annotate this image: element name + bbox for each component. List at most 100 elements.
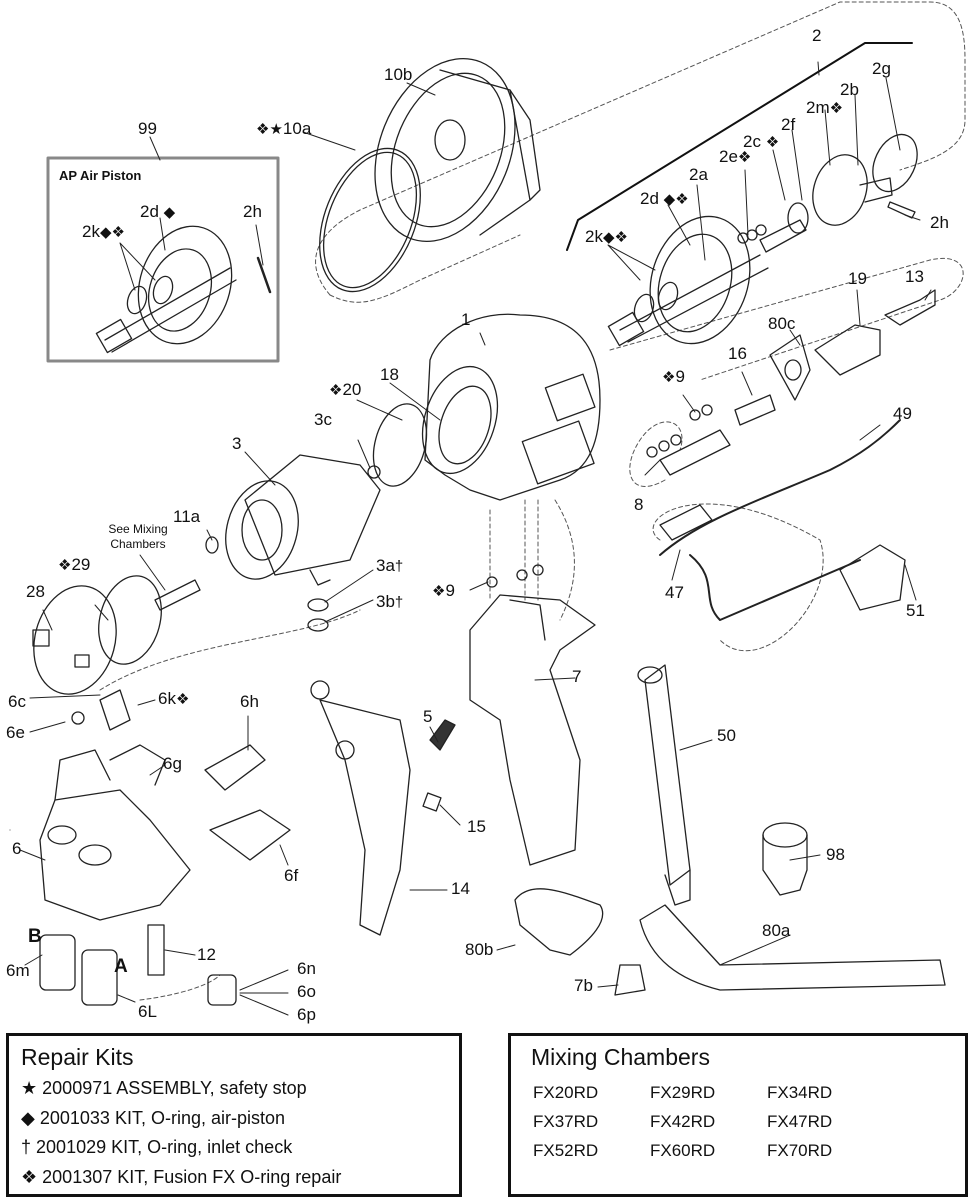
part-label-2f: 2f [781, 115, 796, 134]
part-1-gun-body [421, 313, 601, 501]
kit-part-number: 2001307 [42, 1167, 113, 1187]
part-label-3b: 3b† [376, 592, 404, 612]
port-label-b: B [28, 926, 42, 947]
part-label-10a: ❖★10a [256, 119, 312, 139]
repair-kit-row: ★ 2000971 ASSEMBLY, safety stop [21, 1078, 307, 1099]
mixing-chamber-model: FX37RD [533, 1112, 599, 1131]
part-label-80c: 80c [768, 314, 796, 333]
part-label-51: 51 [906, 601, 925, 620]
part-label-2c: 2c ❖ [743, 132, 780, 152]
part-label-2k: 2k◆❖ [585, 227, 628, 247]
part-label-99: 99 [138, 119, 157, 138]
mixing-chamber-model: FX47RD [767, 1112, 833, 1131]
leader-lines [9, 61, 932, 1016]
part-15-bolt [422, 792, 442, 812]
repair-kit-row: ❖ 2001307 KIT, Fusion FX O-ring repair [21, 1167, 341, 1188]
part-label-11a: 11a [173, 507, 201, 526]
part-label-20: ❖20 [329, 380, 362, 400]
mixing-chamber-model: FX60RD [650, 1141, 716, 1160]
part-label-29: ❖29 [58, 555, 91, 575]
diamond-icon: ◆ [21, 1108, 35, 1128]
part-6m [39, 934, 76, 991]
part-label-6o: 6o [297, 982, 316, 1001]
part-label-5: 5 [423, 707, 433, 726]
group-2-bracket [566, 42, 913, 251]
part-label-28: 28 [26, 582, 45, 601]
part-3-front-housing [225, 454, 381, 586]
part-label-18: 18 [380, 365, 399, 384]
repair-kit-row: † 2001029 KIT, O-ring, inlet check [21, 1137, 292, 1158]
part-50-filter [637, 664, 691, 906]
part-label-19: 19 [848, 269, 867, 288]
part-7-handle [469, 594, 596, 866]
kit-part-number: 2001029 [36, 1137, 107, 1157]
diagram-drawing [9, 1, 966, 1016]
star-icon: ★ [21, 1078, 38, 1098]
part-label-6c: 6c [8, 692, 26, 711]
part-51-ball-valve [839, 544, 906, 611]
part-label-9-lower: ❖9 [432, 581, 455, 601]
part-label-6h: 6h [240, 692, 259, 711]
part-6c [99, 689, 131, 731]
part-14-hanger [319, 699, 411, 936]
part-label-49: 49 [893, 404, 912, 423]
part-label-6n: 6n [297, 959, 316, 978]
mixing-chambers-panel: Mixing Chambers FX20RD FX29RD FX34RD FX3… [508, 1033, 968, 1197]
mixing-chamber-model: FX52RD [533, 1141, 599, 1160]
kit-description: ASSEMBLY, safety stop [116, 1078, 307, 1098]
part-label-2b: 2b [840, 80, 859, 99]
part-7b [614, 964, 646, 996]
part-49-hose [659, 419, 901, 556]
inset-air-piston-drawing [95, 225, 272, 354]
mixing-chamber-model: FX29RD [650, 1083, 716, 1102]
exploded-parts-diagram: AP Air Piston 99 ❖★10a 10b 2 2g 2b 2m❖ 2… [6, 1, 966, 1024]
part-label-8: 8 [634, 495, 644, 514]
part-label-2m: 2m❖ [806, 98, 844, 118]
part-label-6m: 6m [6, 961, 30, 980]
part-label-2h: 2h [930, 213, 949, 232]
repair-kit-row: ◆ 2001033 KIT, O-ring, air-piston [21, 1108, 285, 1129]
part-label-6L: 6L [138, 1002, 157, 1021]
kit-description: KIT, Fusion FX O-ring repair [117, 1167, 342, 1187]
part-3a-seal [307, 598, 329, 612]
part-label-98: 98 [826, 845, 845, 864]
four-diamond-icon: ❖ [21, 1167, 38, 1187]
part-label-3a: 3a† [376, 556, 404, 576]
inset-label-2d: 2d ◆ [140, 202, 176, 222]
part-label-6g: 6g [163, 754, 182, 773]
see-mixing-chambers-note: See Mixing Chambers [108, 522, 168, 551]
part-label-2g: 2g [872, 59, 891, 78]
part-20-oring [372, 403, 428, 487]
part-label-12: 12 [197, 945, 216, 964]
part-6e-screw [71, 711, 85, 725]
mixing-chamber-model: FX34RD [767, 1083, 833, 1102]
part-11a [205, 536, 219, 554]
part-6f [209, 809, 291, 861]
part-label-6f: 6f [284, 866, 299, 885]
repair-kits-panel: Repair Kits ★ 2000971 ASSEMBLY, safety s… [6, 1033, 462, 1197]
part-80a-belt-hook [639, 904, 946, 991]
port-label-a: A [114, 956, 128, 977]
part-label-80a: 80a [762, 921, 791, 940]
part-80b [514, 888, 604, 956]
air-piston-inset-title: AP Air Piston [59, 168, 142, 183]
kit-description: KIT, O-ring, air-piston [114, 1108, 286, 1128]
part-label-6: 6 [12, 839, 22, 858]
part-47-fitting [659, 504, 713, 541]
part-label-15: 15 [467, 817, 486, 836]
part-12 [147, 924, 165, 976]
part-29-oring [98, 575, 162, 665]
part-5-screw [429, 719, 456, 751]
part-label-7: 7 [572, 667, 582, 686]
mixing-chamber-model: FX70RD [767, 1141, 833, 1160]
mixing-chamber-model: FX42RD [650, 1112, 716, 1131]
part-10b-safety-stop [374, 57, 541, 243]
inset-label-2k: 2k◆❖ [82, 222, 125, 242]
mixing-chamber-part [154, 579, 201, 611]
part-6nop [207, 974, 237, 1006]
kit-part-number: 2000971 [42, 1078, 113, 1098]
part-3c-washer [367, 465, 381, 479]
kit-description: KIT, O-ring, inlet check [111, 1137, 293, 1157]
part-label-3c: 3c [314, 410, 332, 429]
part-label-6k: 6k❖ [158, 689, 190, 709]
